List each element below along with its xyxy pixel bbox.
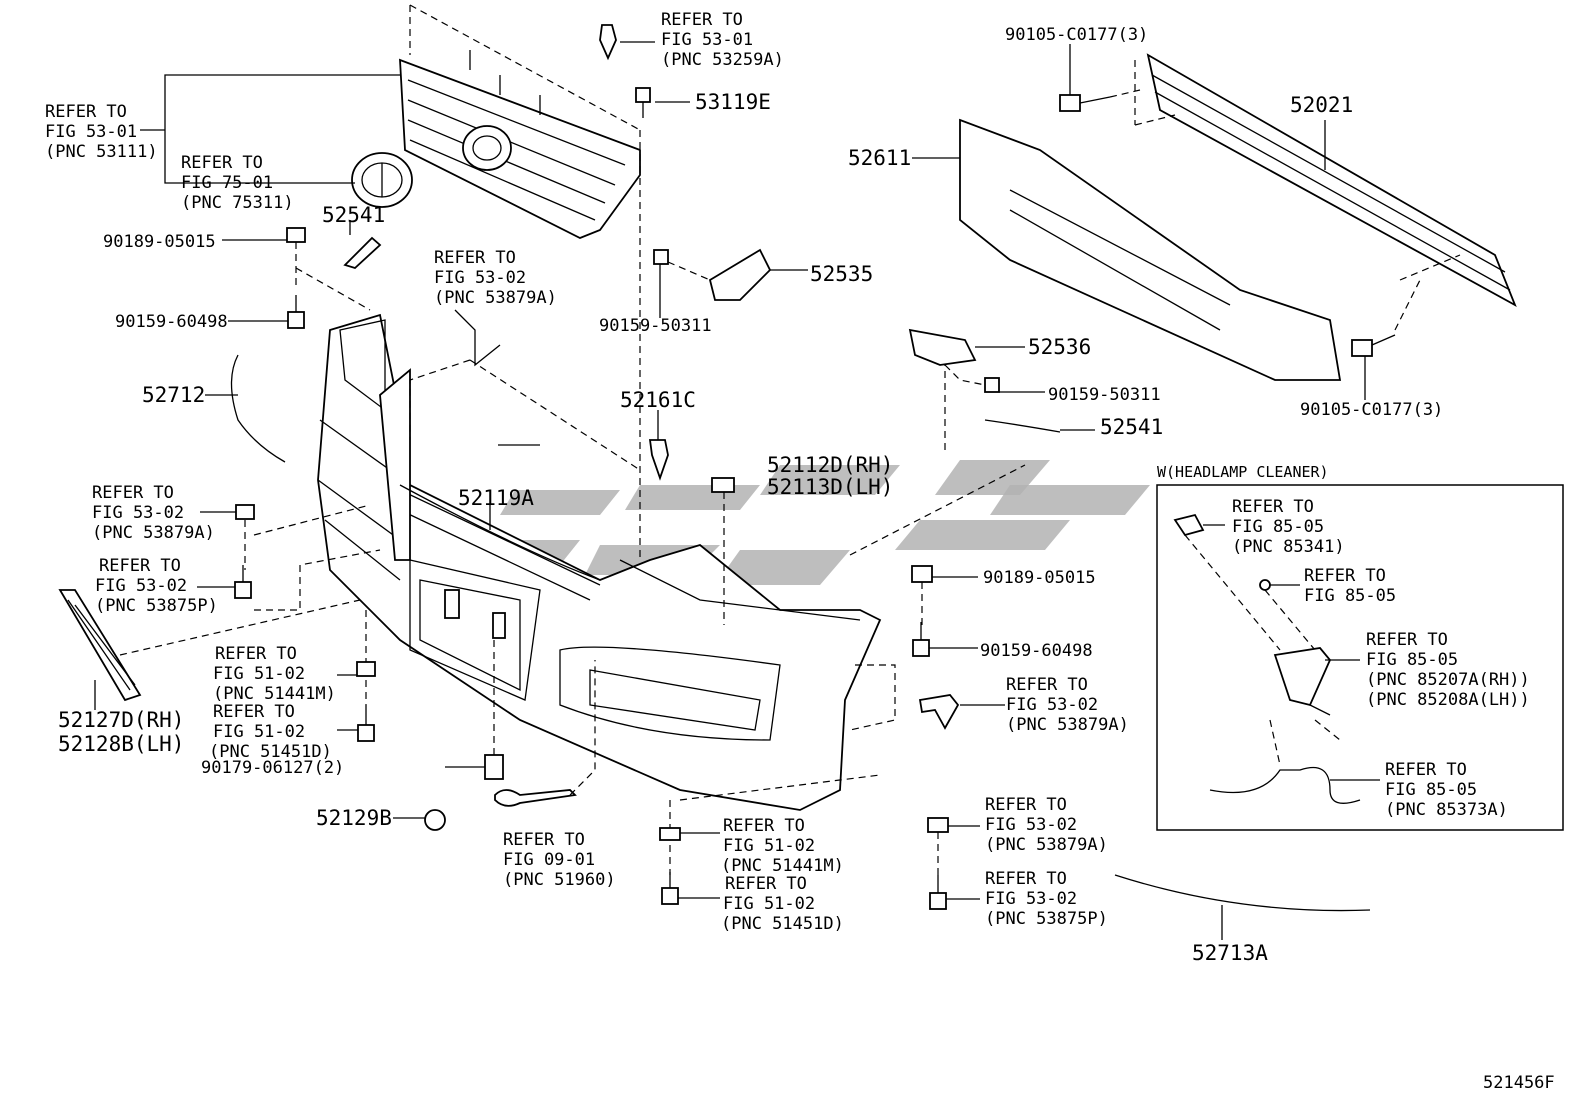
molding-52713a	[1114, 874, 1371, 940]
part-90159-50311-left-label: 90159-50311	[599, 316, 712, 336]
bumper-cover	[317, 313, 882, 811]
right-hardware	[849, 365, 1026, 910]
part-90159-60498-left-label: 90159-60498	[115, 312, 228, 332]
part-52535-label: 52535	[810, 262, 873, 286]
cap-pair-label: 52112D(RH)52113D(LH)	[767, 453, 893, 499]
part-52712-label: 52712	[142, 383, 205, 407]
bolt-90105-bottom	[1351, 254, 1461, 400]
part-52536-label: 52536	[1028, 335, 1091, 359]
part-53119e-label: 53119E	[695, 90, 771, 114]
part-90105-top-label: 90105-C0177(3)	[1005, 25, 1148, 45]
lower-grille-52127d	[58, 589, 361, 710]
bumper-reinforcement	[1146, 53, 1517, 307]
clip-52541-left	[343, 236, 382, 270]
part-90179-label: 90179-06127(2)	[201, 758, 344, 778]
part-52161c-label: 52161C	[620, 388, 696, 412]
part-52119a-label: 52119A	[458, 486, 534, 510]
part-52611-label: 52611	[848, 146, 911, 170]
diagram-code: 521456F	[1483, 1073, 1555, 1093]
emblem	[351, 152, 413, 208]
headlamp-cleaner-box	[1156, 484, 1564, 831]
clip-top	[599, 24, 655, 61]
washer-cap	[711, 477, 735, 493]
part-52541-right-label: 52541	[1100, 415, 1163, 439]
part-90159-60498-right-label: 90159-60498	[980, 641, 1093, 661]
part-90105-bottom-label: 90105-C0177(3)	[1300, 400, 1443, 420]
bracket-52535	[653, 248, 808, 318]
part-52021-label: 52021	[1290, 93, 1353, 117]
molding-52119a	[399, 484, 601, 581]
part-52541-left-label: 52541	[322, 203, 385, 227]
left-hardware	[197, 227, 381, 611]
part-52129b-label: 52129B	[316, 806, 392, 830]
upper-grille	[399, 50, 641, 239]
grille-pair-label: 52127D(RH)52128B(LH)	[58, 708, 184, 756]
energy-absorber	[912, 118, 1342, 381]
bracket-52536	[908, 328, 1045, 393]
bottom-left-hardware	[337, 610, 881, 905]
part-90159-50311-right-label: 90159-50311	[1048, 385, 1161, 405]
bolt-90105-top	[1059, 44, 1176, 126]
bolt-53119e	[635, 87, 690, 118]
part-90189-right-label: 90189-05015	[983, 568, 1096, 588]
molding-52712	[205, 354, 286, 463]
clip-52541-right	[984, 419, 1095, 433]
clip-52161c	[648, 410, 669, 481]
headlamp-cleaner-title: W(HEADLAMP CLEANER)	[1157, 463, 1329, 481]
part-90189-left-label: 90189-05015	[103, 232, 216, 252]
part-52713a-label: 52713A	[1192, 941, 1268, 965]
